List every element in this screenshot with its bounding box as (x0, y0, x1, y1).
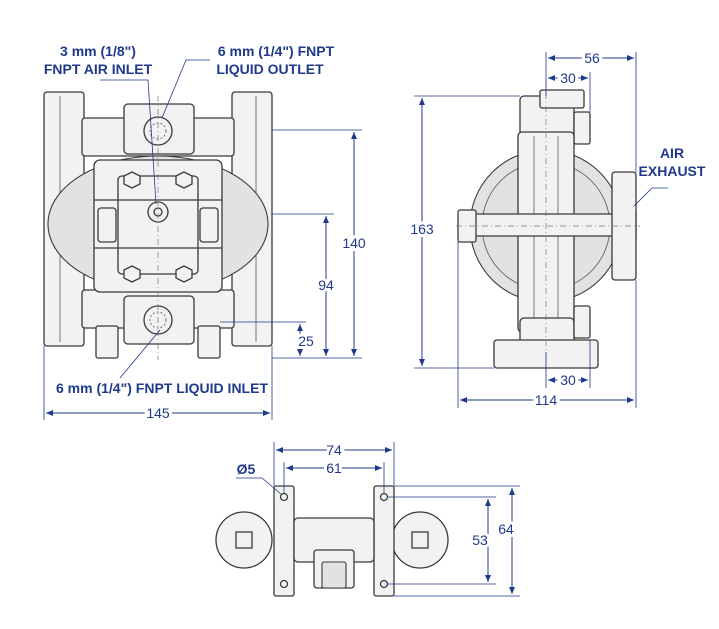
front-dimensions (43, 59, 362, 420)
air-inlet-label-2: FNPT AIR INLET (44, 61, 153, 77)
side-dimensions (414, 52, 668, 408)
liquid-outlet-label-2: LIQUID OUTLET (216, 61, 324, 77)
dim-side-bottom-port: 30 (560, 372, 576, 388)
dim-side-top-port: 30 (560, 70, 576, 86)
air-inlet-label-1: 3 mm (1/8") (60, 43, 136, 59)
dim-base-height-outer: 64 (498, 521, 514, 537)
dim-base-outer: 74 (326, 442, 342, 458)
dim-side-width: 114 (535, 392, 558, 408)
front-view (43, 91, 273, 360)
air-exhaust-label-2: EXHAUST (639, 163, 706, 179)
side-view (456, 80, 640, 380)
dim-front-inlet: 25 (298, 333, 314, 349)
air-exhaust-label-1: AIR (660, 145, 684, 161)
dim-front-width: 145 (146, 405, 170, 421)
dim-base-height-inner: 53 (472, 532, 488, 548)
dim-front-outlet: 94 (318, 277, 334, 293)
dim-side-top-width: 56 (584, 50, 600, 66)
hole-diameter-label: Ø5 (237, 461, 256, 477)
liquid-inlet-label: 6 mm (1/4") FNPT LIQUID INLET (56, 380, 268, 396)
base-view (215, 485, 449, 597)
dim-front-height: 140 (342, 235, 366, 251)
dim-base-inner: 61 (326, 460, 342, 476)
liquid-outlet-label-1: 6 mm (1/4") FNPT (218, 43, 335, 59)
base-dimensions (236, 442, 520, 597)
dim-side-height: 163 (410, 221, 434, 237)
